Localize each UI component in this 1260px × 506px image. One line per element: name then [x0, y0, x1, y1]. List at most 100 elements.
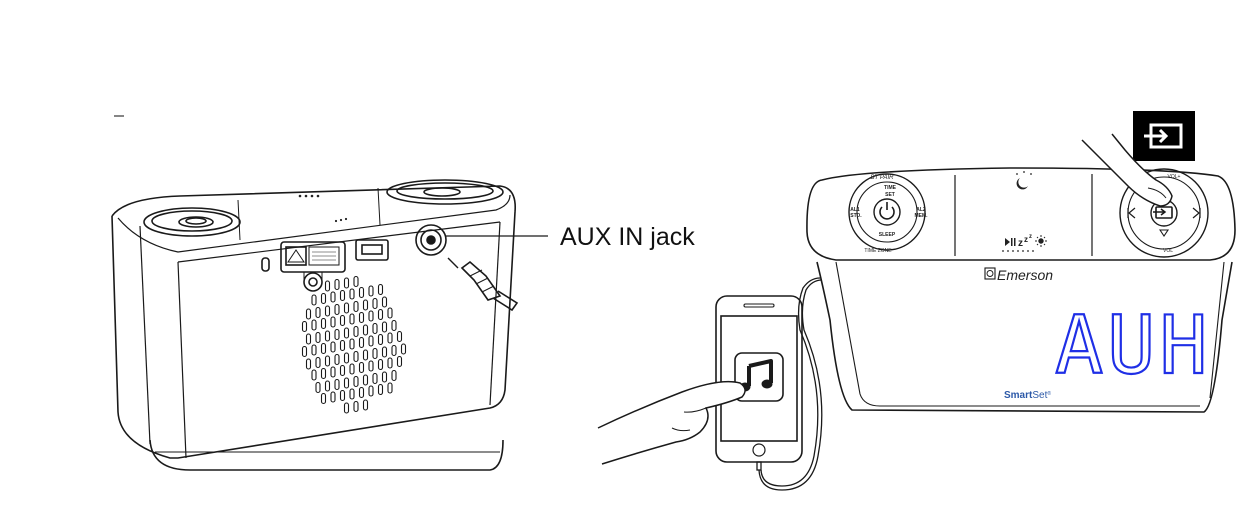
- aux-in-jack: [415, 224, 447, 256]
- grille-slot: [311, 369, 317, 381]
- grille-slot: [339, 339, 346, 352]
- grille-slot: [362, 299, 369, 311]
- grille-slot: [400, 343, 407, 355]
- grille-slot: [311, 294, 317, 306]
- moon-icon: [1016, 171, 1032, 190]
- grille-slot: [324, 330, 331, 342]
- grille-slot: [339, 389, 346, 402]
- grille-slot: [343, 277, 350, 289]
- right-control-knob: [386, 179, 504, 205]
- brand-name: Emerson: [997, 267, 1053, 283]
- finger-pressing-button: [1081, 133, 1173, 207]
- grille-slot: [320, 317, 327, 330]
- grille-slot: [368, 310, 374, 322]
- audio-cable: [756, 277, 823, 491]
- grille-slot: [362, 399, 369, 411]
- front-body: [816, 261, 1233, 413]
- bt-pair-label: BT PAIR: [871, 175, 895, 181]
- grille-slot: [353, 325, 359, 338]
- aux-input-icon: [1144, 123, 1183, 149]
- grille-slot: [358, 286, 365, 299]
- grille-slot: [362, 349, 369, 361]
- time-label: TIME: [884, 185, 897, 191]
- grille-slot: [349, 288, 355, 300]
- grille-slot: [387, 307, 393, 319]
- grille-slot: [372, 347, 378, 360]
- grille-slot: [305, 308, 312, 320]
- std-label: STD.: [850, 213, 862, 219]
- aux-plug: [447, 257, 519, 312]
- middle-panel-dots: [1002, 250, 1034, 252]
- grille-slot: [381, 346, 388, 358]
- al1-label: AL1: [850, 207, 860, 213]
- grille-slot: [377, 283, 384, 296]
- mem-label: MEM.: [914, 213, 928, 219]
- brightness-icon: [1035, 235, 1047, 247]
- grille-slot: [377, 333, 384, 346]
- grille-slot: [381, 296, 388, 308]
- grille-slot: [315, 331, 321, 344]
- grille-slot: [339, 289, 346, 302]
- grille-slot: [362, 324, 369, 336]
- grille-slot: [324, 305, 331, 317]
- grille-slot: [305, 358, 312, 370]
- clock-radio-back: [111, 179, 519, 471]
- grille-slot: [368, 285, 374, 297]
- grille-slot: [396, 330, 403, 343]
- grille-slot: [368, 385, 374, 397]
- smartset-logo: SmartSet®: [1004, 390, 1051, 401]
- grille-slot: [377, 308, 384, 321]
- grille-slot: [372, 322, 378, 335]
- grille-slot: [387, 382, 393, 394]
- grille-slot: [305, 333, 312, 345]
- grille-slot: [391, 344, 397, 357]
- top-indicator-dots: [298, 194, 348, 223]
- grille-slot: [368, 360, 374, 372]
- grille-slot: [353, 275, 359, 288]
- grille-slot: [320, 367, 327, 380]
- grille-slot: [343, 402, 350, 414]
- led-display-text: AUH: [1055, 299, 1212, 392]
- grille-slot: [372, 297, 378, 310]
- grille-slot: [315, 381, 321, 394]
- smartset-smart: Smart: [1004, 390, 1033, 401]
- grille-slot: [311, 319, 317, 331]
- clock-radio-front: z z z: [806, 167, 1236, 413]
- aux-in-jack-label: AUX IN jack: [560, 223, 695, 251]
- grille-slot: [391, 369, 397, 382]
- usb-port: [355, 239, 389, 261]
- smartset-set: Set: [1032, 390, 1047, 401]
- grille-slot: [343, 327, 350, 339]
- aux-input-badge: [1133, 111, 1195, 161]
- grille-slot: [330, 316, 336, 328]
- grille-slot: [334, 378, 340, 391]
- sleep-zzz-icon: z z z: [1018, 234, 1032, 249]
- grille-slot: [324, 280, 331, 292]
- grille-slot: [324, 355, 331, 367]
- grille-slot: [311, 344, 317, 356]
- emerson-logo-icon: [984, 267, 996, 280]
- grille-slot: [320, 392, 327, 405]
- svg-text:z: z: [1018, 238, 1023, 249]
- svg-text:z: z: [1029, 234, 1032, 240]
- grille-slot: [334, 278, 340, 291]
- left-control-dial: [848, 173, 926, 251]
- grille-slot: [349, 338, 355, 350]
- grille-slot: [330, 391, 336, 403]
- grille-slot: [368, 335, 374, 347]
- grille-slot: [358, 361, 365, 374]
- grille-slot: [334, 328, 340, 341]
- rating-label: [280, 241, 346, 292]
- grille-slot: [387, 332, 393, 344]
- grille-slot: [330, 366, 336, 378]
- al2-label: AL2: [916, 207, 926, 213]
- vol-up-label: VOL+: [1168, 174, 1181, 180]
- grille-slot: [381, 371, 388, 383]
- grille-slot: [315, 306, 321, 319]
- grille-slot: [320, 342, 327, 355]
- grille-slot: [339, 364, 346, 377]
- speaker-grille: [301, 275, 407, 414]
- grille-slot: [381, 321, 388, 333]
